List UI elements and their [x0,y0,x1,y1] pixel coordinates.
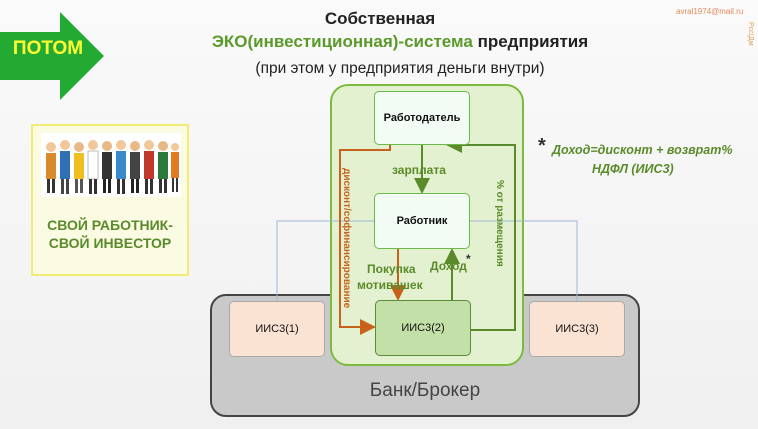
worker-investor-panel: СВОЙ РАБОТНИК- СВОЙ ИНВЕСТОР [31,124,189,276]
purchase-label-1: Покупка [367,262,416,276]
arrow-label: ПОТОМ [12,38,84,59]
discount-label: дисконт/софинансирование [341,168,352,309]
income-note-line-1: Доход=дисконт + возврат% [552,143,733,157]
income-star: * [466,252,471,266]
workers-illustration-icon [41,133,181,197]
title-line-2: ЭКО(инвестиционная)-система предприятия [150,32,650,52]
worker-investor-caption: СВОЙ РАБОТНИК- СВОЙ ИНВЕСТОР [47,217,173,251]
iis3-1-box: ИИС3(1) [229,301,325,357]
title-line-1: Собственная [324,9,436,28]
subtitle: (при этом у предприятия деньги внутри) [255,60,545,77]
title-enterprise: предприятия [477,32,589,51]
author-email: avral1974@mail.ru [676,7,744,16]
purchase-label-2: мотивашек [357,278,423,292]
worker-box: Работник [374,193,470,249]
bank-broker-label: Банк/Брокер [369,380,481,401]
placement-label: % от размещения [494,180,505,267]
employer-box: Работодатель [374,91,470,145]
salary-label: зарплата [392,163,446,177]
iis3-2-box: ИИС3(2) [375,300,471,356]
income-note: Доход=дисконт + возврат% НДФЛ (ИИС3) [534,141,758,179]
iis3-3-box: ИИС3(3) [529,301,625,357]
title-eco-system: ЭКО(инвестиционная)-система [211,32,473,51]
income-note-line-2: НДФЛ (ИИС3) [592,162,674,176]
side-note: Pcc(Дм [747,22,754,46]
note-star: * [538,135,546,157]
next-arrow-icon [0,12,104,100]
income-label: Доход [430,259,467,273]
